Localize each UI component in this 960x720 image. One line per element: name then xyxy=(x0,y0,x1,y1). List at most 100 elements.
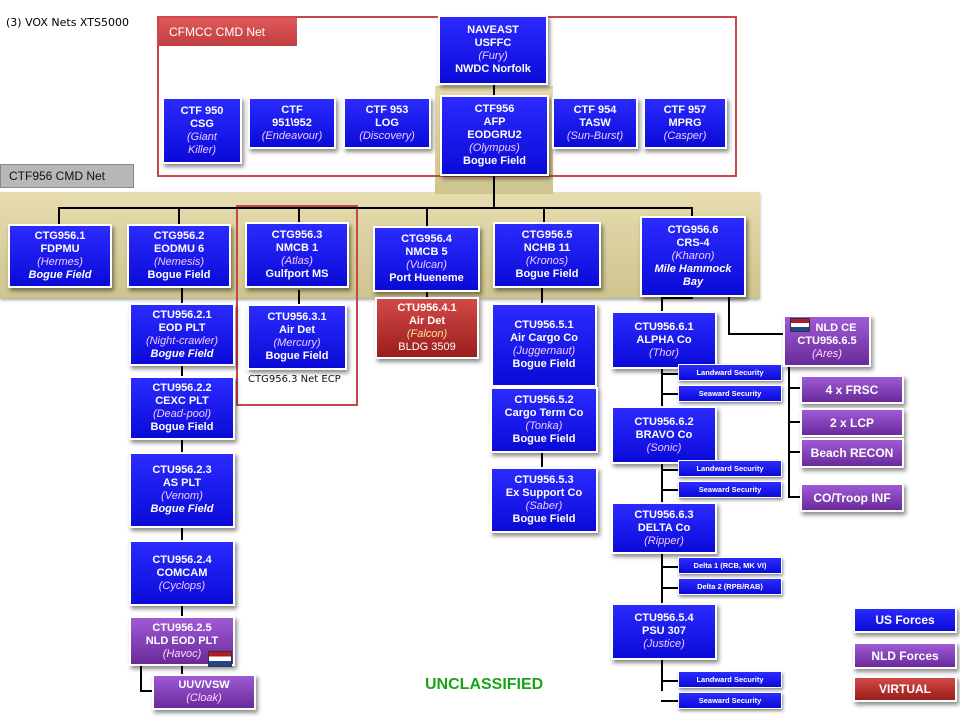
ctu95653-node[interactable]: CTU956.5.3 Ex Support Co (Saber) Bogue F… xyxy=(490,467,598,533)
ctu95631-node[interactable]: CTU956.3.1 Air Det (Mercury) Bogue Field xyxy=(247,304,347,370)
ctu95631-line2: Air Det xyxy=(278,324,316,336)
connector xyxy=(493,176,495,208)
ctu95652-line2: Cargo Term Co xyxy=(504,407,584,419)
ctg9562-node[interactable]: CTG956.2 EODMU 6 (Nemesis) Bogue Field xyxy=(127,224,231,288)
landward-security-bravo[interactable]: Landward Security xyxy=(678,460,782,477)
ctu95622-line2: CEXC PLT xyxy=(155,395,209,407)
ctu95662-node[interactable]: CTU956.6.2 BRAVO Co (Sonic) xyxy=(611,406,717,464)
delta2-boat[interactable]: Delta 2 (RPB/RAB) xyxy=(678,578,782,595)
ctf953-callsign: (Discovery) xyxy=(359,129,415,142)
connector xyxy=(661,373,679,375)
ctg9564-location: Port Hueneme xyxy=(389,272,464,284)
ctf950-line1: CTF 950 xyxy=(180,104,224,117)
ctu95624-node[interactable]: CTU956.2.4 COMCAM (Cyclops) xyxy=(129,540,235,606)
netherlands-flag-icon xyxy=(790,318,810,332)
ctg9565-node[interactable]: CTG956.5 NCHB 11 (Kronos) Bogue Field xyxy=(493,222,601,288)
ctg9566-node[interactable]: CTG956.6 CRS-4 (Kharon) Mile Hammock Bay xyxy=(640,216,746,297)
ctu95622-node[interactable]: CTU956.2.2 CEXC PLT (Dead-pool) Bogue Fi… xyxy=(129,376,235,440)
ctf956-callsign: (Olympus) xyxy=(469,142,520,154)
ctu95631-line1: CTU956.3.1 xyxy=(267,311,327,323)
ctu95623-node[interactable]: CTU956.2.3 AS PLT (Venom) Bogue Field xyxy=(129,452,235,528)
ctu95625-node[interactable]: CTU956.2.5 NLD EOD PLT (Havoc) xyxy=(129,616,235,666)
ctf954-line2: TASW xyxy=(579,116,611,129)
ctu95663-node[interactable]: CTU956.6.3 DELTA Co (Ripper) xyxy=(611,502,717,554)
ctu95661-callsign: (Thor) xyxy=(649,346,679,359)
landward-security-alpha[interactable]: Landward Security xyxy=(678,364,782,381)
ctf954-node[interactable]: CTF 954 TASW (Sun-Burst) xyxy=(552,97,638,149)
ctu95621-line2: EOD PLT xyxy=(158,321,206,334)
ctf950-node[interactable]: CTF 950 CSG (Giant Killer) xyxy=(162,97,242,164)
ctg9566-line2: CRS-4 xyxy=(676,237,710,249)
ctg9564-callsign: (Vulcan) xyxy=(406,259,447,271)
ctu95622-line1: CTU956.2.2 xyxy=(152,382,212,394)
ctu95661-line1: CTU956.6.1 xyxy=(634,320,694,333)
ctg9561-line1: CTG956.1 xyxy=(34,230,86,242)
ctu95651-line2: Air Cargo Co xyxy=(510,332,578,344)
nld-asset-lcp[interactable]: 2 x LCP xyxy=(800,408,904,437)
legend-virtual: VIRTUAL xyxy=(853,676,957,702)
connector xyxy=(178,207,180,225)
delta1-boat[interactable]: Delta 1 (RCB, MK VI) xyxy=(678,557,782,574)
ctf953-node[interactable]: CTF 953 LOG (Discovery) xyxy=(343,97,431,149)
ctu95662-line1: CTU956.6.2 xyxy=(634,415,694,428)
ctu95652-node[interactable]: CTU956.5.2 Cargo Term Co (Tonka) Bogue F… xyxy=(490,387,598,453)
naveast-node[interactable]: NAVEAST USFFC (Fury) NWDC Norfolk xyxy=(438,15,548,85)
ctf956-node[interactable]: CTF956 AFP EODGRU2 (Olympus) Bogue Field xyxy=(440,95,549,176)
ctu95661-node[interactable]: CTU956.6.1 ALPHA Co (Thor) xyxy=(611,311,717,369)
connector xyxy=(661,297,693,299)
connector xyxy=(661,566,679,568)
nldce-line1: NLD CE xyxy=(815,321,857,334)
ctu95624-line1: CTU956.2.4 xyxy=(152,553,212,566)
ctu95651-location: Bogue Field xyxy=(512,358,576,370)
ctu95663-line1: CTU956.6.3 xyxy=(634,508,694,521)
naveast-callsign: (Fury) xyxy=(478,50,508,62)
connector xyxy=(58,207,692,209)
ctu95653-callsign: (Saber) xyxy=(525,500,563,512)
vox-nets-note: (3) VOX Nets XTS5000 xyxy=(6,16,129,29)
ctu95641-node[interactable]: CTU956.4.1 Air Det (Falcon) BLDG 3509 xyxy=(375,297,479,359)
nld-asset-co-troop-inf[interactable]: CO/Troop INF xyxy=(800,483,904,512)
ctu95654-node[interactable]: CTU956.5.4 PSU 307 (Justice) xyxy=(611,603,717,660)
uuv-vsw-node[interactable]: UUV/VSW (Cloak) xyxy=(152,674,256,710)
ctu95661-line2: ALPHA Co xyxy=(636,333,692,346)
seaward-security-psu[interactable]: Seaward Security xyxy=(678,692,782,709)
uuv-line1: UUV/VSW xyxy=(178,679,230,691)
nld-asset-frsc[interactable]: 4 x FRSC xyxy=(800,375,904,404)
connector xyxy=(298,207,300,225)
ctu95623-location: Bogue Field xyxy=(150,503,214,515)
ctg9561-node[interactable]: CTG956.1 FDPMU (Hermes) Bogue Field xyxy=(8,224,112,288)
naveast-line2: USFFC xyxy=(474,37,512,49)
netherlands-flag-icon xyxy=(208,651,232,667)
seaward-security-alpha[interactable]: Seaward Security xyxy=(678,385,782,402)
landward-security-psu[interactable]: Landward Security xyxy=(678,671,782,688)
connector xyxy=(543,207,545,225)
ctu95652-callsign: (Tonka) xyxy=(525,420,563,432)
connector xyxy=(661,680,679,682)
legend-us-forces: US Forces xyxy=(853,607,957,633)
ctf957-node[interactable]: CTF 957 MPRG (Casper) xyxy=(643,97,727,149)
ctg9563-node[interactable]: CTG956.3 NMCB 1 (Atlas) Gulfport MS xyxy=(245,222,349,288)
seaward-security-bravo[interactable]: Seaward Security xyxy=(678,481,782,498)
nld-asset-beach-recon[interactable]: Beach RECON xyxy=(800,438,904,468)
ctu95631-callsign: (Mercury) xyxy=(273,337,321,349)
connector xyxy=(661,489,679,491)
ctf951-node[interactable]: CTF 951\952 (Endeavour) xyxy=(248,97,336,149)
ctu95641-line2: Air Det xyxy=(408,315,446,327)
ctf954-line1: CTF 954 xyxy=(573,103,617,116)
ctf950-callsign-cont: Killer) xyxy=(187,143,217,156)
ctf950-callsign: (Giant xyxy=(187,130,217,143)
ctg9564-node[interactable]: CTG956.4 NMCB 5 (Vulcan) Port Hueneme xyxy=(373,226,480,292)
connector xyxy=(728,333,784,335)
ctg9561-location: Bogue Field xyxy=(28,269,92,281)
ctf951-callsign: (Endeavour) xyxy=(261,129,323,142)
ctu95663-callsign: (Ripper) xyxy=(644,534,684,547)
naveast-location: NWDC Norfolk xyxy=(455,63,531,75)
classification-banner: UNCLASSIFIED xyxy=(425,676,544,693)
ctu95623-line2: AS PLT xyxy=(162,477,202,489)
ctu95651-node[interactable]: CTU956.5.1 Air Cargo Co (Juggernaut) Bog… xyxy=(491,303,597,387)
ctu95621-callsign: (Night-crawler) xyxy=(145,334,219,347)
ctf956-cmd-net-label: CTF956 CMD Net xyxy=(0,164,134,188)
ctf953-line2: LOG xyxy=(375,116,399,129)
ctu95621-node[interactable]: CTU956.2.1 EOD PLT (Night-crawler) Bogue… xyxy=(129,303,235,366)
ctg9566-location-cont: Bay xyxy=(682,276,704,288)
